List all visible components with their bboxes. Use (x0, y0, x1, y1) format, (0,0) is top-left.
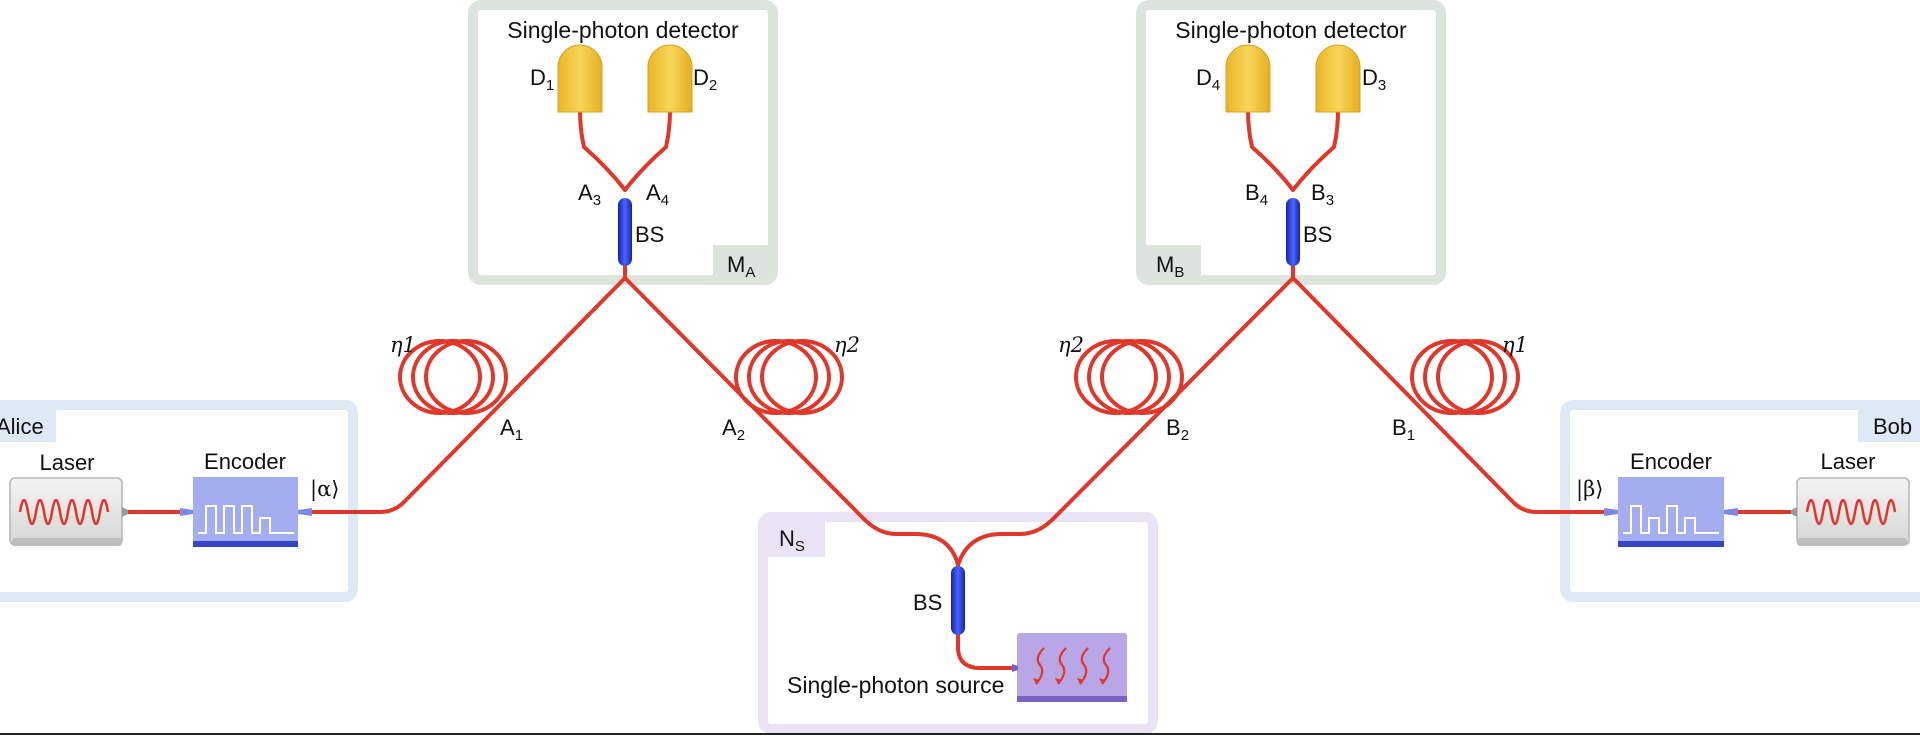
n-s-tab (763, 522, 825, 557)
m-b-tab (1141, 245, 1201, 280)
mb-bs-to-d4 (1246, 108, 1295, 192)
b4-label: B4 (1245, 180, 1268, 209)
beam-splitter-a-icon (618, 198, 632, 266)
alice-laser-icon (9, 477, 128, 546)
detector-d4-icon (1225, 44, 1271, 113)
bs-b-label: BS (1303, 222, 1332, 247)
coil-eta1-bob (1410, 339, 1520, 415)
b1-label: B1 (1392, 415, 1415, 444)
source-to-emitter-fiber (956, 633, 1019, 670)
source-splitter-right (956, 532, 1004, 567)
alice-laser-label: Laser (39, 450, 94, 475)
eta2-alice-label: η2 (834, 333, 860, 357)
bob-encoder-icon (1604, 477, 1738, 547)
single-photon-source-label: Single-photon source (787, 672, 1004, 698)
detector-d2-icon (647, 44, 693, 113)
mb-bs-to-d3 (1291, 108, 1340, 192)
beam-splitter-b-icon (1286, 198, 1300, 266)
alice-label-tab (0, 410, 56, 442)
ma-bs-to-d2 (623, 108, 672, 192)
alice-to-ma-fiber (311, 276, 627, 514)
m-a-tab (713, 245, 773, 280)
coil-eta2-bob (1074, 339, 1184, 415)
d3-label: D3 (1362, 65, 1386, 94)
detector-d3-icon (1315, 44, 1361, 113)
alice-encoder-icon (180, 477, 312, 547)
m-a-label: MA (727, 252, 755, 281)
a4-label: A4 (646, 180, 669, 209)
beam-splitter-source-icon (951, 566, 965, 635)
bs-a-label: BS (635, 222, 664, 247)
fiber-network (122, 108, 1799, 670)
alice-encoder-label: Encoder (204, 449, 286, 474)
ma-to-source-fiber (623, 276, 917, 536)
bob-frame (1560, 400, 1920, 602)
alice-label: Alice (0, 414, 44, 439)
source-to-mb-fiber (1000, 276, 1295, 536)
detector-a-title: Single-photon detector (507, 17, 739, 43)
source-splitter-left (913, 532, 960, 567)
d4-label: D4 (1196, 65, 1220, 94)
b3-label: B3 (1311, 180, 1334, 209)
eta1-bob-label: η1 (1502, 333, 1528, 357)
bob-laser-icon (1791, 477, 1910, 546)
a2-label: A2 (722, 415, 745, 444)
coil-eta1-alice (398, 339, 508, 415)
ma-bs-to-d1 (578, 108, 627, 192)
detector-b-title: Single-photon detector (1175, 17, 1407, 43)
single-photon-source-icon (1012, 633, 1127, 702)
coil-eta2-alice (734, 339, 844, 415)
bob-laser-label: Laser (1820, 449, 1875, 474)
d1-label: D1 (530, 65, 554, 94)
bs-source-label: BS (913, 590, 942, 615)
alice-state-ket: |α⟩ (310, 477, 339, 502)
eta1-alice-label: η1 (390, 333, 416, 357)
mb-to-bob-fiber (1291, 276, 1607, 514)
detector-d1-icon (557, 44, 603, 113)
n-s-label: NS (779, 526, 805, 555)
m-b-label: MB (1156, 252, 1184, 281)
a3-label: A3 (578, 180, 601, 209)
b2-label: B2 (1166, 415, 1189, 444)
bob-label-tab (1858, 410, 1920, 442)
alice-frame (0, 400, 358, 602)
bob-state-ket: |β⟩ (1576, 477, 1603, 502)
source-frame (758, 512, 1158, 734)
d2-label: D2 (693, 65, 717, 94)
a1-label: A1 (500, 415, 523, 444)
bob-label: Bob (1873, 414, 1912, 439)
bob-encoder-label: Encoder (1630, 449, 1712, 474)
eta2-bob-label: η2 (1058, 333, 1084, 357)
